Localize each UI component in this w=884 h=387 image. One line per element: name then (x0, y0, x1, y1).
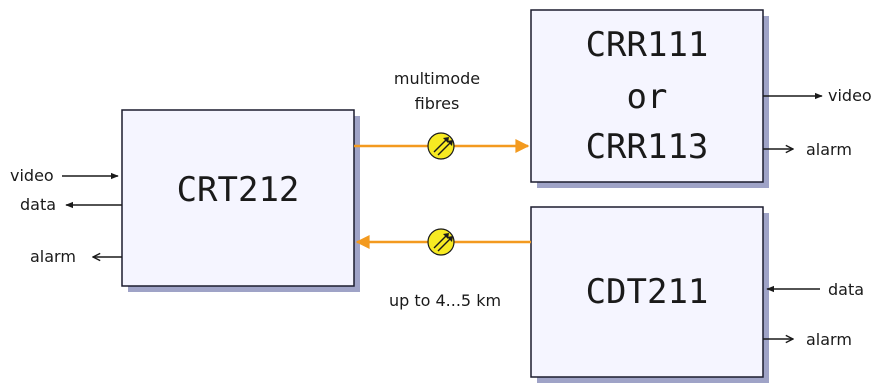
fibre-connector-icon (427, 132, 455, 160)
crr-label-line3: CRR113 (586, 127, 709, 167)
distance-label: up to 4...5 km (389, 291, 501, 310)
fibre-connector-icon (427, 228, 455, 256)
crr-video-label: video (828, 86, 872, 105)
crt212-block: CRT212 (121, 109, 360, 292)
cdt211-block: CDT211 (530, 206, 769, 383)
crt212-label: CRT212 (177, 170, 300, 210)
crr-alarm-label: alarm (806, 140, 852, 159)
cdt-data-label: data (828, 280, 864, 299)
fibre-label-line1: multimode (394, 69, 480, 88)
fibre-label-line2: fibres (415, 94, 460, 113)
crt212-box (121, 109, 355, 287)
crt-alarm-label: alarm (30, 247, 76, 266)
cdt-alarm-label: alarm (806, 330, 852, 349)
crr-label-line2: or (627, 77, 668, 117)
crt-data-label: data (20, 195, 56, 214)
crt-video-label: video (10, 166, 54, 185)
cdt211-label: CDT211 (586, 272, 709, 312)
fibre-link-return (355, 228, 531, 256)
crr-label-line1: CRR111 (586, 25, 709, 65)
cdt211-box (530, 206, 764, 378)
crr-block: CRR111 or CRR113 (530, 9, 769, 188)
fibre-link-forward (354, 132, 530, 160)
